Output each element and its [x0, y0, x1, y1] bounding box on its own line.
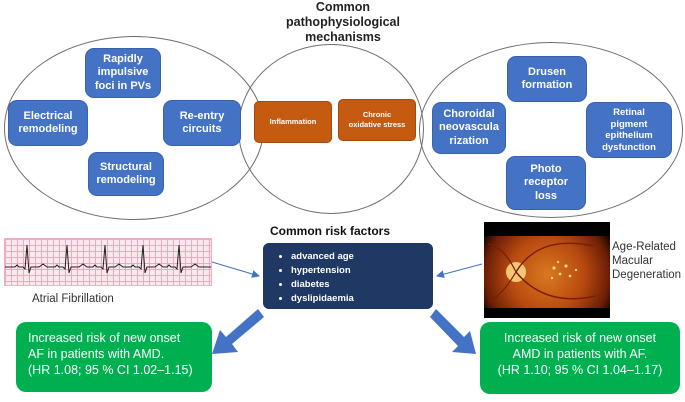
risk-item: diabetes	[291, 278, 427, 292]
box-rapidly-impulsive-foci: Rapidly impulsive foci in PVs	[85, 48, 161, 98]
box-choroidal-neovascularization: Choroidal neovascula rization	[432, 102, 506, 154]
risk-item: dyslipidaemia	[291, 292, 427, 306]
amd-mechanisms-ellipse	[419, 42, 683, 218]
risk-factors-heading: Common risk factors	[270, 224, 391, 238]
risk-item: advanced age	[291, 250, 427, 264]
amd-label: Age-Related Macular Degeneration	[612, 241, 682, 281]
af-label: Atrial Fibrillation	[32, 293, 114, 305]
box-electrical-remodeling: Electrical remodeling	[8, 100, 88, 146]
outcome-af-in-amd: Increased risk of new onset AF in patien…	[16, 322, 212, 392]
outcome-amd-hr: (HR 1.10; 95 % CI 1.04–1.17)	[497, 363, 663, 377]
outcome-amd-text: Increased risk of new onset AMD in patie…	[503, 331, 657, 361]
box-drusen-formation: Drusen formation	[507, 56, 587, 102]
arrow-af-to-risk	[211, 261, 260, 278]
risk-factors-box: advanced age hypertension diabetes dysli…	[263, 243, 433, 309]
arrow-down-right	[430, 309, 476, 354]
outcome-af-hr: (HR 1.08; 95 % CI 1.02–1.15)	[28, 363, 193, 377]
ecg-trace-icon	[5, 244, 211, 274]
risk-item: hypertension	[291, 264, 427, 278]
outcome-af-text: Increased risk of new onset AF in patien…	[28, 331, 181, 361]
box-retinal-pigment-epithelium: Retinal pigment epithelium dysfunction	[586, 102, 672, 158]
fundus-details-icon	[484, 222, 610, 318]
box-re-entry-circuits: Re-entry circuits	[163, 100, 241, 146]
box-structural-remodeling: Structural remodeling	[88, 152, 164, 196]
arrow-amd-to-risk	[436, 263, 483, 279]
box-inflammation: Inflammation	[254, 101, 332, 143]
retina-fundus-image	[484, 222, 610, 318]
outcome-amd-in-af: Increased risk of new onset AMD in patie…	[480, 322, 680, 394]
diagram-title: Common pathophysiological mechanisms	[286, 0, 400, 44]
box-chronic-oxidative-stress: Chronic oxidative stress	[338, 99, 416, 141]
box-photo-receptor-loss: Photo receptor loss	[506, 156, 586, 210]
arrow-down-left	[212, 309, 264, 354]
ecg-strip-image	[4, 238, 212, 286]
